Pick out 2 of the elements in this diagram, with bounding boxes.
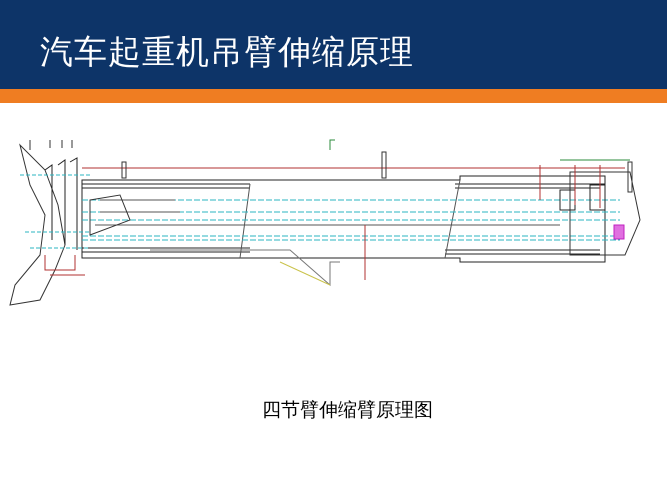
slide-title: 汽车起重机吊臂伸缩原理 — [40, 32, 414, 72]
figure-caption: 四节臂伸缩臂原理图 — [262, 398, 433, 422]
